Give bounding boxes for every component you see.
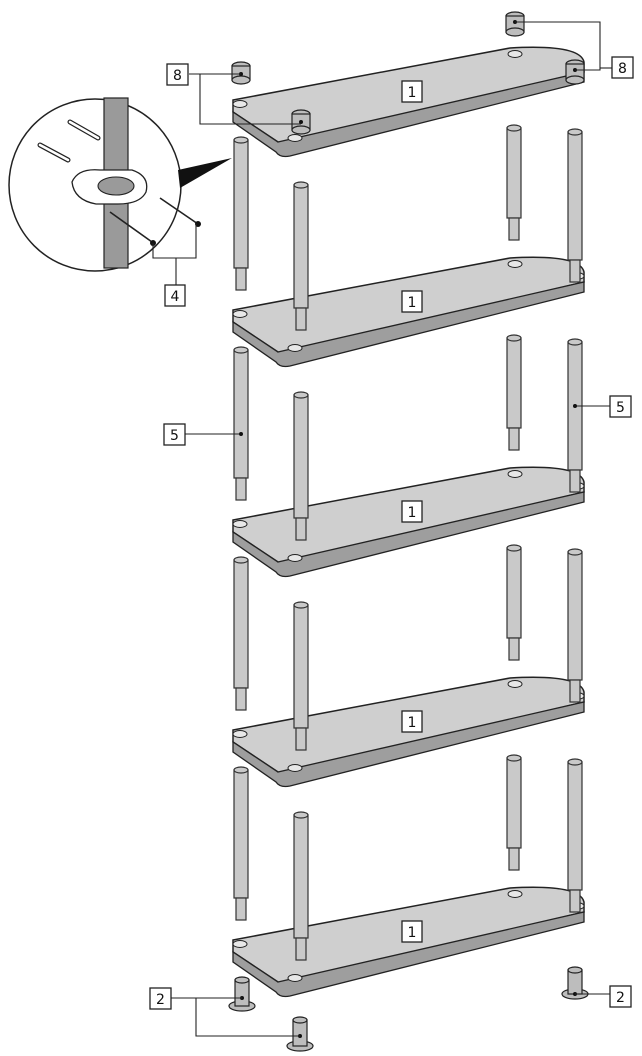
shelf-hole [232,100,248,108]
tag-shelf-box [401,710,423,733]
shelf-hole [287,344,303,352]
shelf-5: 1 [232,886,585,998]
tag-cap-right-text: 8 [618,61,627,77]
shelf-4: 1 [232,676,585,788]
tag-foot-right: 2 [609,985,632,1008]
cap-1 [231,61,251,85]
leader-screw [152,224,197,259]
shelf-hole [507,470,523,478]
tag-cap-left: 8 [166,63,189,86]
tag-shelf-box [401,80,423,103]
tag-screw-text: 4 [171,289,180,305]
post-labels: 5 5 [163,395,632,446]
tag-shelf-text: 1 [408,295,417,311]
shelf-edge [232,701,585,788]
shelf-1: 1 [232,46,585,158]
tag-post-left: 5 [163,423,186,446]
shelf-2: 1 [232,256,585,368]
post-back-left-3 [293,601,309,751]
post-front-left-1 [233,136,249,291]
shelf-hole [287,974,303,982]
tag-shelf-box [401,500,423,523]
tag-post-right-text: 5 [616,400,625,416]
tag-post-left-text: 5 [170,428,179,444]
shelf-hole [507,50,523,58]
post-front-right-4 [567,758,583,913]
foot-1 [228,976,256,1012]
shelf-3: 1 [232,466,585,578]
detail-screws [37,119,201,246]
shelf-edge [232,281,585,368]
tag-screw: 4 [164,284,186,307]
detail-pointer [178,158,232,188]
tag-shelf-box [401,920,423,943]
tag-shelf-box [401,290,423,313]
post-back-right-4 [506,754,522,871]
shelf-hole [287,554,303,562]
tag-foot-right-text: 2 [616,990,625,1006]
posts [233,124,583,961]
post-front-left-4 [233,766,249,921]
shelf-hole [507,260,523,268]
post-back-right-2 [506,334,522,451]
post-front-left-3 [233,556,249,711]
tag-shelf-text: 1 [408,925,417,941]
shelf-hole [232,940,248,948]
post-back-right-3 [506,544,522,661]
shelf-hole [287,764,303,772]
shelf-hole [232,310,248,318]
detail-clip-hole [97,176,135,196]
tag-shelf-text: 1 [408,715,417,731]
post-back-left-1 [293,181,309,331]
tag-cap-right: 8 [611,56,634,79]
shelf-edge [232,71,585,158]
feet: 2 2 [149,966,632,1052]
post-back-right-1 [506,124,522,241]
tag-post-right: 5 [609,395,632,418]
post-back-left-2 [293,391,309,541]
top-caps: 8 8 [166,11,634,135]
shelf-hole [232,730,248,738]
shelf-hole [507,680,523,688]
tag-shelf-text: 1 [408,85,417,101]
shelf-hole [232,520,248,528]
post-front-left-2 [233,346,249,501]
post-back-left-4 [293,811,309,961]
shelf-edge [232,491,585,578]
tag-shelf-text: 1 [408,505,417,521]
post-front-right-2 [567,338,583,493]
shelf-edge [232,911,585,998]
tag-foot-left: 2 [149,987,172,1010]
foot-2 [286,1016,314,1052]
post-front-right-3 [567,548,583,703]
post-front-right-1 [567,128,583,283]
shelves: 1 1 1 1 1 [232,46,585,998]
tag-foot-left-text: 2 [156,992,165,1008]
tag-cap-left-text: 8 [173,68,182,84]
detail-inset: 4 [8,97,232,307]
shelf-hole [287,134,303,142]
shelf-hole [507,890,523,898]
